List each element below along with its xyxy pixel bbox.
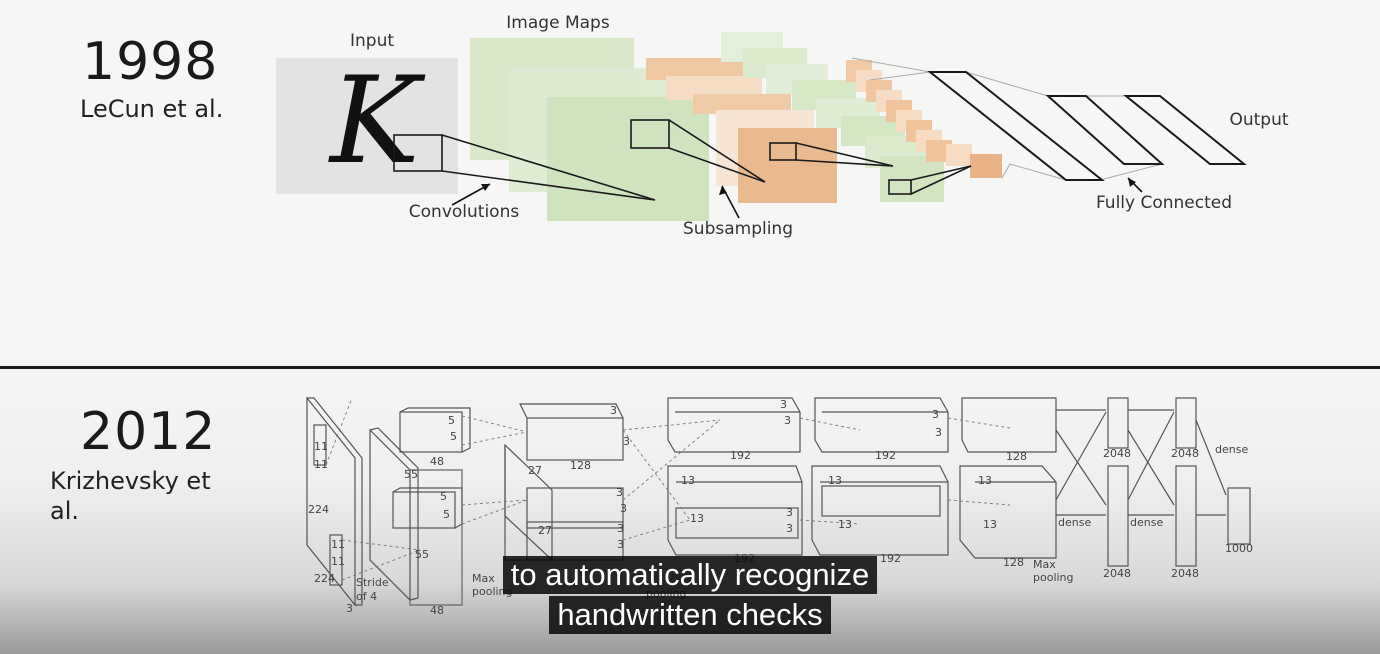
kernel-box: [769, 142, 797, 161]
kernel-box: [630, 119, 670, 149]
year-2012: 2012: [80, 402, 217, 462]
caption-line-1: to automatically recognize: [502, 556, 878, 594]
feature-map: [547, 97, 709, 221]
fc-layers: [927, 71, 1247, 181]
subtitle-caption: to automatically recognize handwritten c…: [0, 556, 1380, 636]
author-krizhevsky-line1: Krizhevsky et: [50, 467, 211, 495]
label-image-maps: Image Maps: [506, 13, 610, 33]
label-input: Input: [350, 31, 394, 51]
label-output: Output: [1229, 110, 1288, 130]
subsample-map: [738, 128, 837, 203]
author-krizhevsky-line2: al.: [50, 497, 80, 525]
caption-line-2: handwritten checks: [549, 596, 831, 634]
lenet-diagram: K Input Image Maps: [276, 13, 1289, 239]
year-1998: 1998: [82, 32, 219, 92]
label-fully-connected: Fully Connected: [1096, 193, 1232, 213]
input-glyph: K: [328, 52, 426, 191]
label-convolutions: Convolutions: [409, 202, 520, 222]
subsample-map: [693, 94, 791, 114]
subsample-map: [646, 58, 744, 80]
author-lecun: LeCun et al.: [80, 95, 224, 123]
kernel-box: [393, 134, 443, 172]
s4-stack: [846, 60, 1002, 178]
label-subsampling: Subsampling: [683, 219, 793, 239]
kernel-box: [888, 179, 912, 195]
panel-divider: [0, 366, 1380, 369]
